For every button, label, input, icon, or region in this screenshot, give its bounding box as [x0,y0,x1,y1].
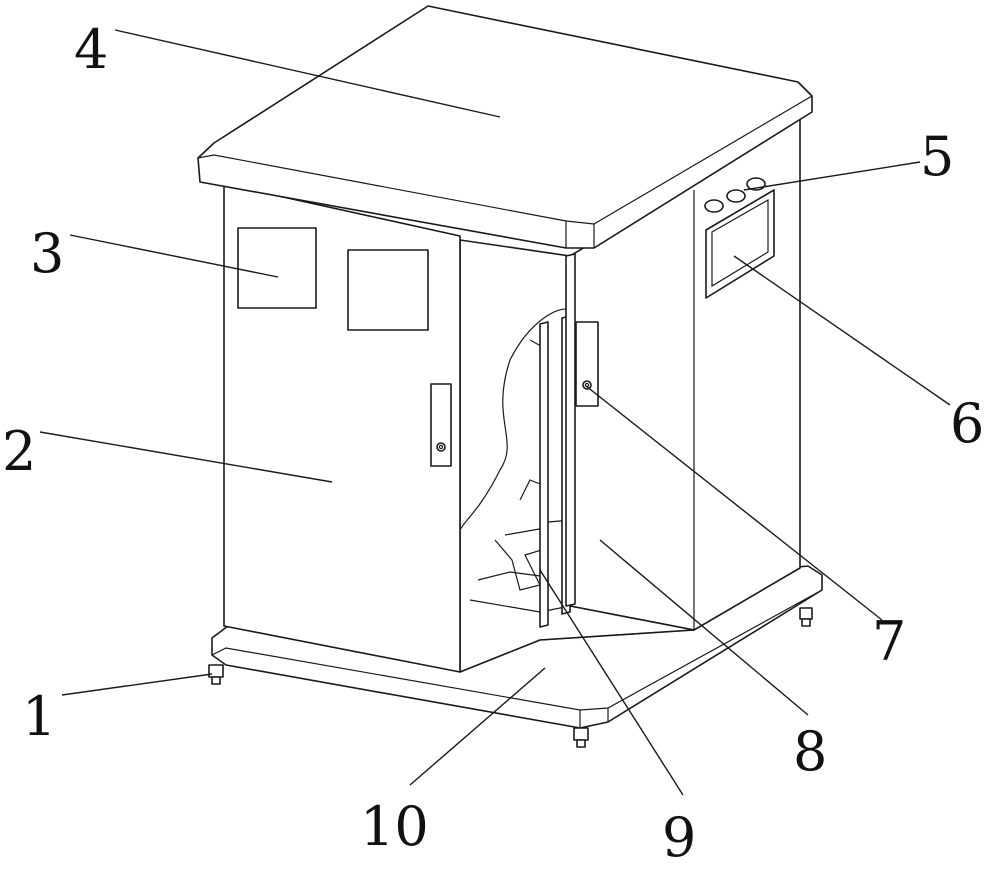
leader-9 [539,569,684,796]
callout-5: 5 [920,125,954,188]
display-screen [705,189,775,299]
leader-4 [114,29,501,118]
front-door-panel [223,183,461,673]
support-feet [208,607,813,748]
leader-8 [599,539,809,716]
leader-1 [61,673,213,696]
callout-2: 2 [2,420,36,483]
leader-7 [585,385,883,621]
open-side-door [565,253,599,607]
leader-10 [409,667,546,786]
indicator-lights [704,177,766,213]
leader-6 [733,255,951,406]
callout-10: 10 [360,795,429,858]
callout-1: 1 [22,685,56,748]
callout-labels: 1 2 3 4 5 6 7 8 9 10 [2,18,984,869]
leader-2 [39,431,333,483]
bottom-plate [459,629,695,673]
leader-3 [69,234,279,278]
callout-7: 7 [872,610,906,673]
leader-5 [743,161,921,191]
callout-9: 9 [662,806,696,869]
callout-3: 3 [30,222,64,285]
top-cover [197,5,813,249]
leader-lines [39,29,951,796]
callout-8: 8 [793,720,827,783]
callout-4: 4 [74,18,108,81]
callout-6: 6 [950,392,984,455]
